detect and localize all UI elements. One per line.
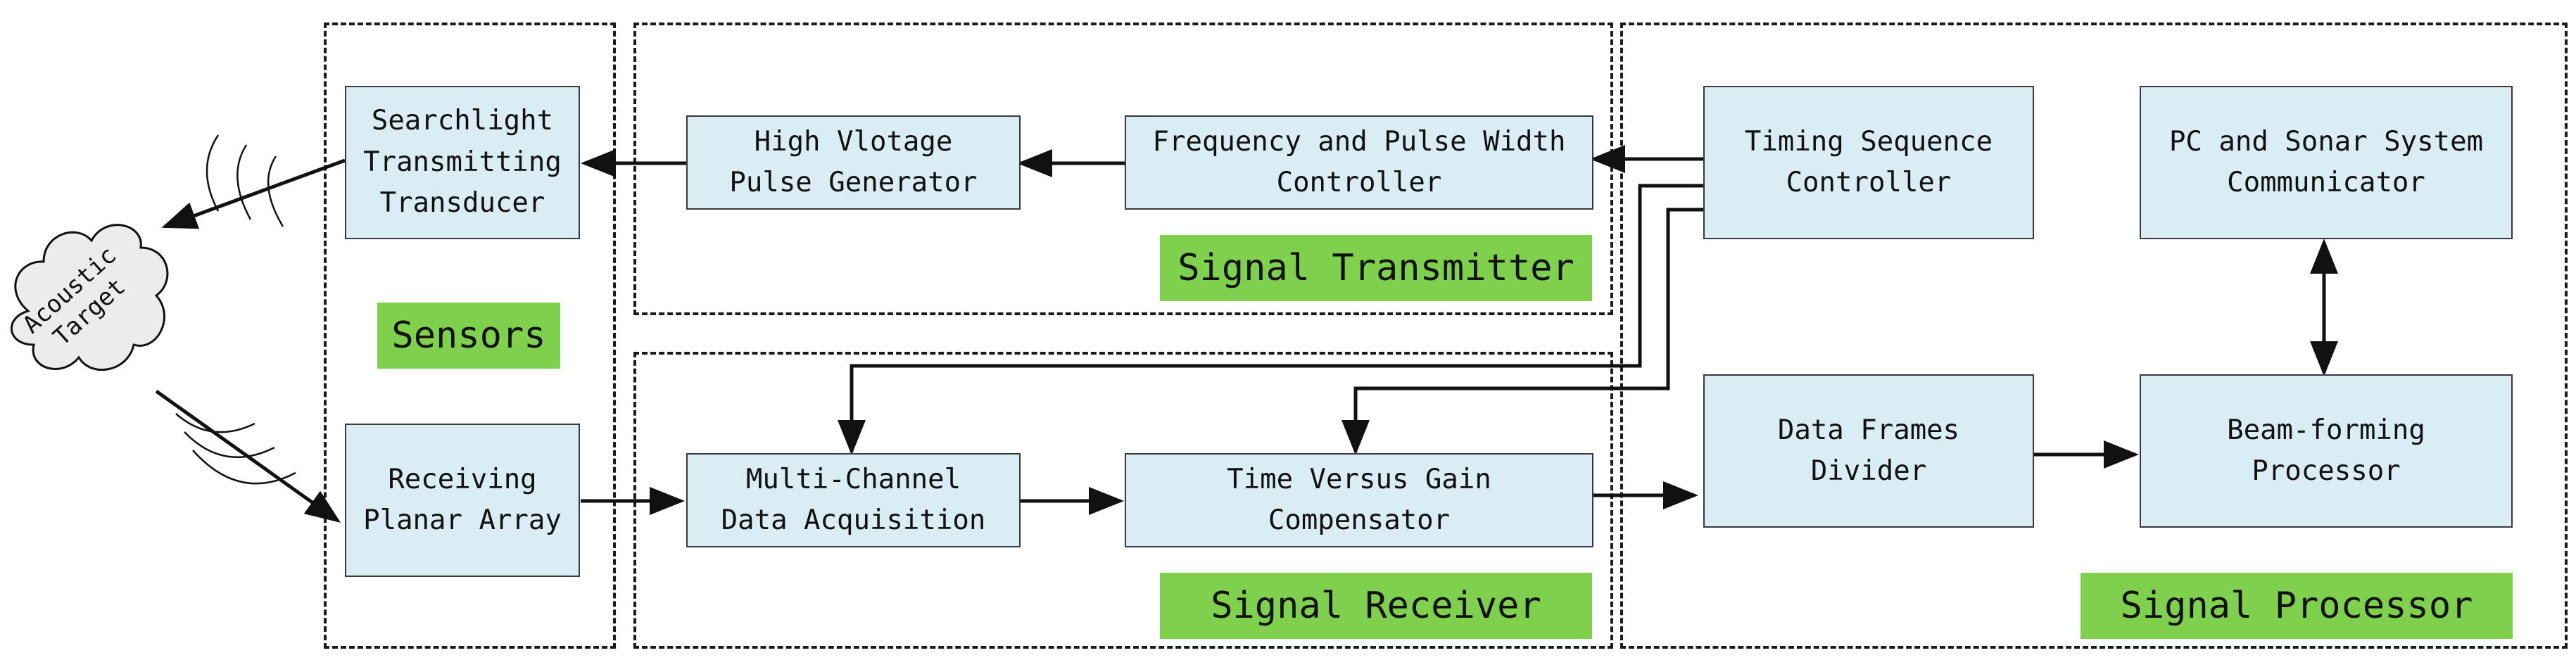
arrow-target-to-array	[155, 389, 341, 523]
control-line-timing-to-daq	[838, 184, 1703, 455]
freq-pw-controller-block: Frequency and Pulse Width Controller	[1125, 115, 1593, 210]
searchlight-transducer-block: Searchlight Transmitting Transducer	[345, 86, 580, 239]
sensors-tag: Sensors	[377, 303, 560, 369]
transmit-wave-arcs	[206, 134, 284, 227]
arrows	[155, 145, 2338, 523]
pc-communicator-block: PC and Sonar System Communicator	[2140, 86, 2513, 239]
hv-pulse-generator-block: High Vlotage Pulse Generator	[686, 115, 1021, 210]
signal-processor-region	[1620, 23, 2568, 649]
beamforming-processor-block: Beam-forming Processor	[2140, 374, 2513, 528]
signal-transmitter-tag: Signal Transmitter	[1160, 235, 1592, 301]
arrow-transducer-to-target	[161, 158, 346, 229]
acoustic-target-cloud	[10, 224, 169, 371]
timing-controller-block: Timing Sequence Controller	[1703, 86, 2034, 239]
sensors-region	[324, 23, 616, 649]
frames-divider-block: Data Frames Divider	[1703, 374, 2034, 528]
signal-receiver-tag: Signal Receiver	[1160, 573, 1592, 639]
receiving-array-block: Receiving Planar Array	[345, 424, 580, 577]
multichannel-daq-block: Multi-Channel Data Acquisition	[686, 453, 1021, 547]
control-line-timing-to-tvg	[1341, 208, 1703, 455]
tvg-compensator-block: Time Versus Gain Compensator	[1125, 453, 1593, 547]
signal-processor-tag: Signal Processor	[2081, 573, 2513, 639]
